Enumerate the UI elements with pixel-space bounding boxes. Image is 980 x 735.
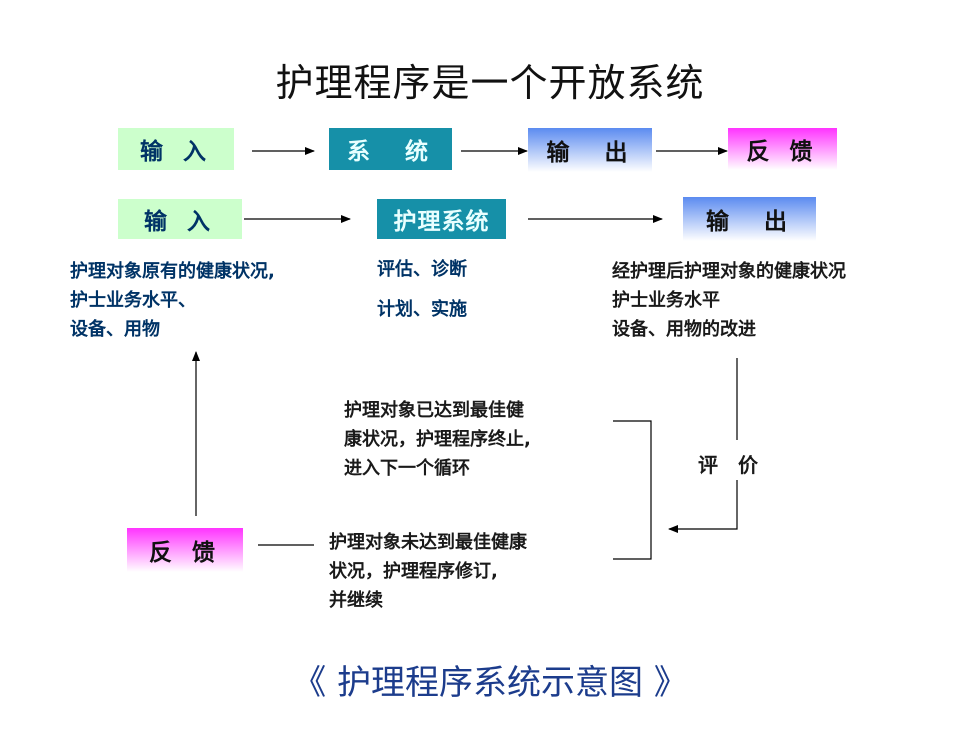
outcome-reached-line: 护理对象已达到最佳健 [344, 400, 524, 421]
row1-feedback-box: 反 馈 [728, 128, 837, 170]
outcome-not-reached-line: 并继续 [329, 590, 383, 611]
outcome-reached-line: 进入下一个循环 [344, 458, 470, 479]
row1-feedback-label: 反 馈 [746, 139, 819, 165]
system-desc-line: 评估、诊断 [377, 259, 467, 280]
system-description: 评估、诊断 计划、实施 [377, 250, 467, 330]
feedback-box-label: 反 馈 [148, 540, 221, 566]
outcome-bracket [613, 420, 652, 560]
input-description: 护理对象原有的健康状况, 护士业务水平、 设备、用物 [70, 257, 275, 344]
row1-input-label: 输 入 [139, 139, 212, 165]
diagram-title: 护理程序是一个开放系统 [275, 61, 705, 105]
row2-system-label: 护理系统 [393, 209, 490, 235]
feedback-box: 反 馈 [127, 528, 243, 572]
outcome-reached-line: 康状况，护理程序终止, [344, 429, 531, 450]
output-desc-line: 经护理后护理对象的健康状况 [612, 261, 846, 282]
evaluation-line-lower [668, 480, 738, 533]
row2-system-box: 护理系统 [377, 199, 506, 239]
output-desc-line: 护士业务水平 [612, 290, 720, 311]
row1-output-box: 输 出 [528, 128, 652, 172]
row1-output-label: 输 出 [546, 140, 634, 166]
outcome-not-reached-line: 状况，护理程序修订, [329, 561, 498, 582]
outcome-reached-text: 护理对象已达到最佳健 康状况，护理程序终止, 进入下一个循环 [344, 396, 531, 483]
system-desc-line: 计划、实施 [377, 299, 467, 320]
row2-input-label: 输 入 [143, 209, 216, 235]
input-desc-line: 设备、用物 [70, 319, 160, 340]
diagram-caption: 《 护理程序系统示意图 》 [292, 663, 688, 703]
outcome-not-reached-text: 护理对象未达到最佳健康 状况，护理程序修订, 并继续 [329, 528, 527, 615]
outcome-not-reached-line: 护理对象未达到最佳健康 [329, 532, 527, 553]
output-desc-line: 设备、用物的改进 [612, 319, 756, 340]
row1-system-box: 系 统 [329, 128, 452, 170]
output-description: 经护理后护理对象的健康状况 护士业务水平 设备、用物的改进 [612, 257, 846, 344]
row2-output-box: 输 出 [683, 197, 816, 241]
row2-input-box: 输 入 [118, 199, 242, 239]
row1-system-label: 系 统 [347, 139, 434, 165]
input-desc-line: 护理对象原有的健康状况, [70, 261, 275, 282]
evaluation-label: 评 价 [698, 453, 758, 477]
row1-input-box: 输 入 [118, 128, 234, 170]
row2-output-label: 输 出 [706, 209, 793, 235]
input-desc-line: 护士业务水平、 [70, 290, 196, 311]
